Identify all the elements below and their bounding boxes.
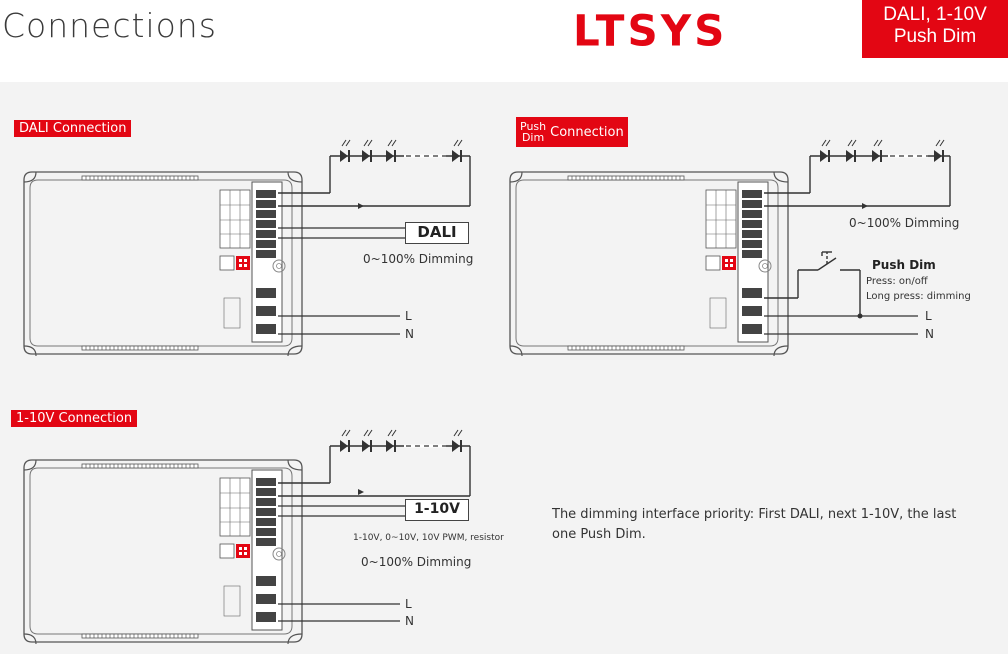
pushdim-title: Push Dim bbox=[872, 258, 936, 272]
pushdim-dimming-text: 0~100% Dimming bbox=[849, 216, 960, 230]
dali-connection-label: DALI Connection bbox=[14, 120, 132, 137]
pushdim-label-push: Push bbox=[520, 120, 547, 133]
pushdim-n-label: N bbox=[925, 327, 934, 341]
pushdim-label-connection: Connection bbox=[550, 124, 624, 140]
product-tag: DALI, 1-10V Push Dim bbox=[862, 0, 1008, 58]
dali-box: DALI bbox=[405, 222, 469, 244]
product-tag-line-2: Push Dim bbox=[893, 26, 977, 47]
v110-l-label: L bbox=[405, 597, 412, 611]
v110-connection-label: 1-10V Connection bbox=[11, 410, 138, 427]
v110-n-label: N bbox=[405, 614, 414, 628]
v110-sources-text: 1-10V, 0~10V, 10V PWM, resistor bbox=[353, 533, 504, 543]
dali-l-label: L bbox=[405, 309, 412, 323]
v110-dimming-text: 0~100% Dimming bbox=[361, 555, 472, 569]
header: Connections LTSYS DALI, 1-10V Push Dim bbox=[0, 0, 1008, 78]
brand-logo: LTSYS bbox=[573, 5, 728, 56]
dali-n-label: N bbox=[405, 327, 414, 341]
pushdim-led-icon bbox=[820, 150, 944, 162]
pushdim-long-press-text: Long press: dimming bbox=[866, 291, 971, 302]
page-title: Connections bbox=[2, 6, 217, 45]
pushdim-label-dim: Dim bbox=[521, 131, 545, 144]
pushdim-press-text: Press: on/off bbox=[866, 276, 928, 287]
push-switch-icon bbox=[764, 251, 861, 316]
dali-dimming-text: 0~100% Dimming bbox=[363, 252, 474, 266]
v110-box: 1-10V bbox=[405, 499, 469, 521]
priority-note: The dimming interface priority: First DA… bbox=[552, 507, 957, 542]
v110-led-icon bbox=[340, 440, 462, 452]
pushdim-l-label: L bbox=[925, 309, 932, 323]
dali-led-icon bbox=[340, 150, 462, 162]
product-tag-line-1: DALI, 1-10V bbox=[883, 4, 987, 25]
